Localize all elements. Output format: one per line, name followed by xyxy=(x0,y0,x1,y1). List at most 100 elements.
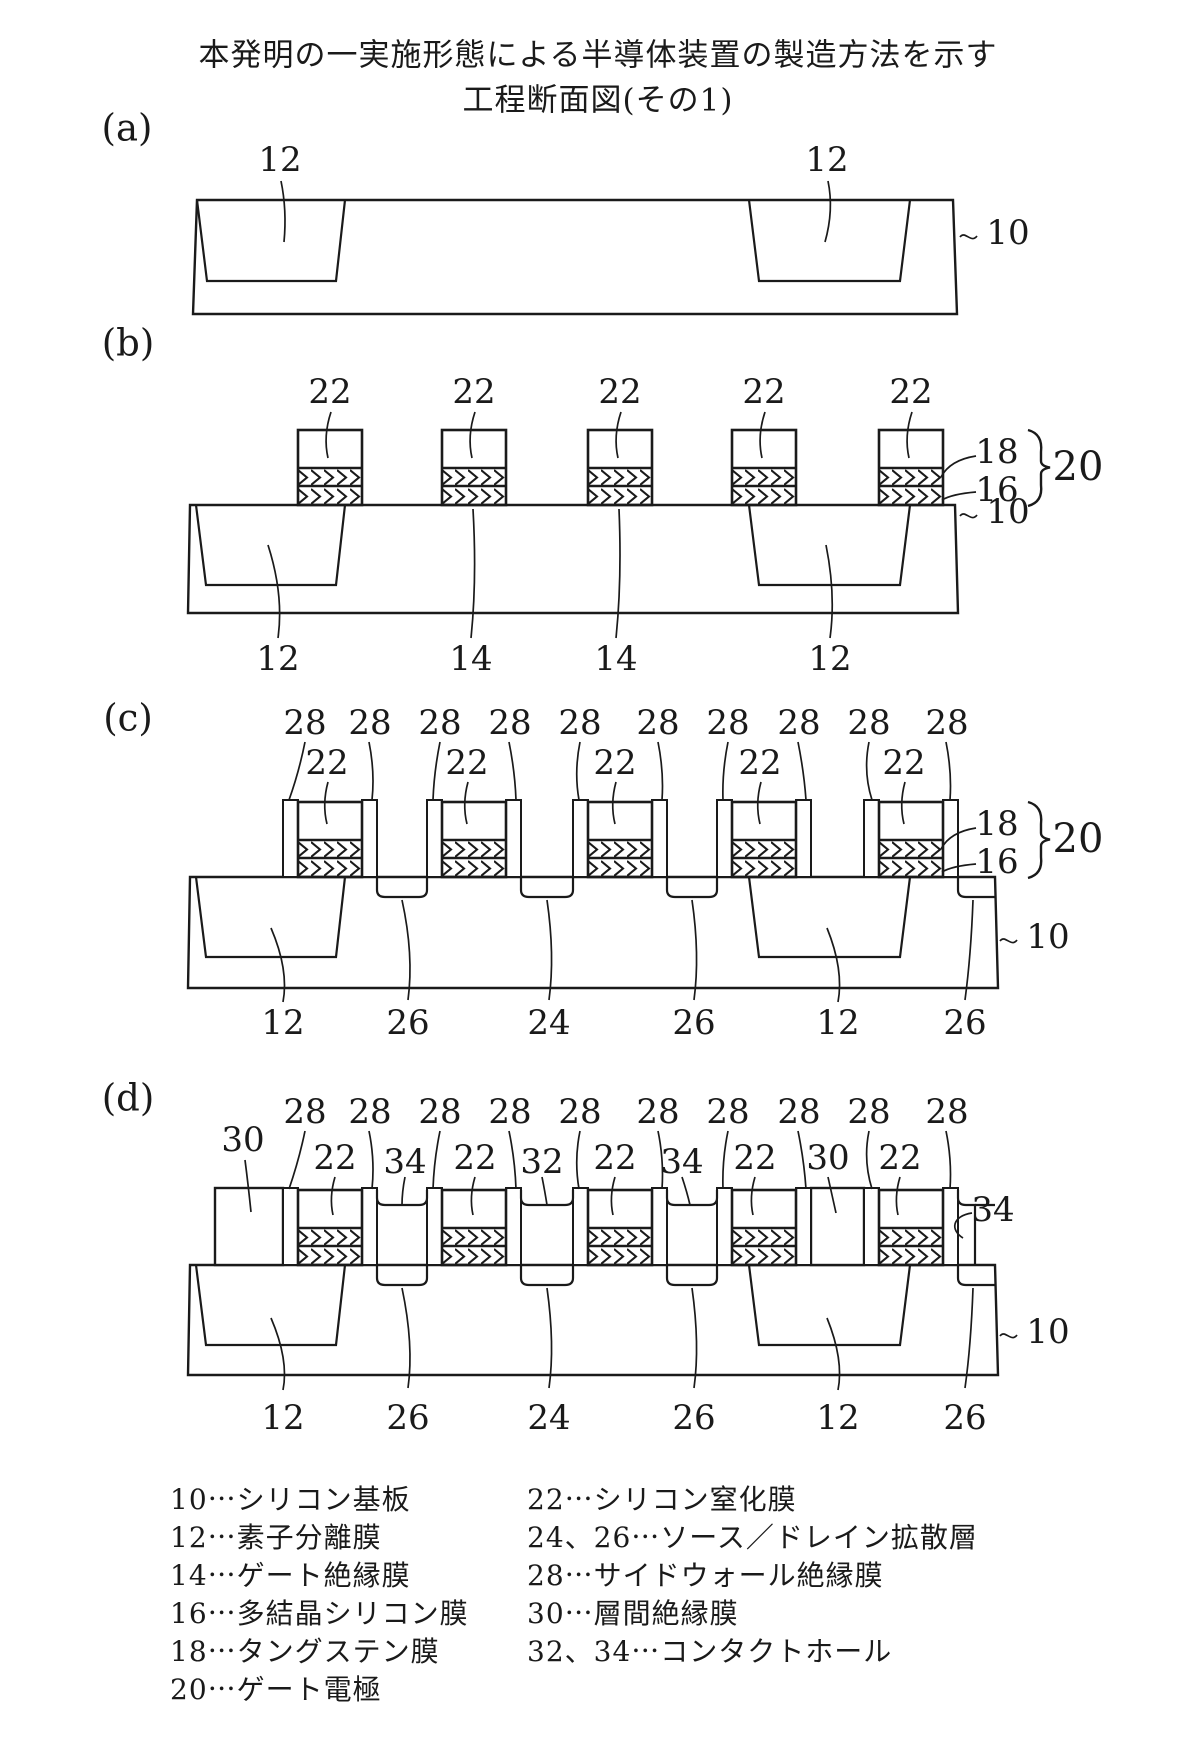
isolation-trench xyxy=(747,199,912,283)
label-12: 12 xyxy=(256,639,300,679)
label-10: 10 xyxy=(1026,1312,1070,1352)
label-28: 28 xyxy=(706,703,750,743)
label-28: 28 xyxy=(847,1092,891,1132)
label-22: 22 xyxy=(882,743,926,783)
legend-item-18: 18⋯タングステン膜 xyxy=(170,1635,440,1668)
label-20: 20 xyxy=(1052,816,1104,862)
label-30: 30 xyxy=(221,1120,265,1160)
panel-c-letter: (c) xyxy=(103,696,153,740)
legend-item-32-34: 32、34⋯コンタクトホール xyxy=(527,1635,893,1668)
label-16: 16 xyxy=(975,842,1019,882)
label-16: 16 xyxy=(975,470,1019,510)
panel-b-letter: (b) xyxy=(101,321,155,365)
legend-item-10: 10⋯シリコン基板 xyxy=(170,1483,411,1516)
label-12: 12 xyxy=(261,1003,305,1043)
label-28: 28 xyxy=(348,703,392,743)
label-12: 12 xyxy=(816,1398,860,1438)
label-10: 10 xyxy=(1026,917,1070,957)
label-12: 12 xyxy=(808,639,852,679)
source-drain-region xyxy=(519,877,575,899)
label-22: 22 xyxy=(738,743,782,783)
label-28: 28 xyxy=(283,1092,327,1132)
label-20: 20 xyxy=(1052,444,1104,490)
isolation-trench xyxy=(195,199,347,283)
label-34: 34 xyxy=(660,1142,704,1182)
label-22: 22 xyxy=(308,372,352,412)
label-22: 22 xyxy=(593,1138,637,1178)
label-28: 28 xyxy=(283,703,327,743)
panel-d-letter: (d) xyxy=(101,1076,155,1120)
label-12: 12 xyxy=(258,140,302,180)
label-10: 10 xyxy=(986,492,1030,532)
label-10: 10 xyxy=(986,213,1030,253)
label-22: 22 xyxy=(305,743,349,783)
source-drain-region xyxy=(956,877,996,899)
label-12: 12 xyxy=(805,140,849,180)
panel-c-leaders xyxy=(270,741,1051,1003)
label-28: 28 xyxy=(777,703,821,743)
label-18: 18 xyxy=(975,804,1019,844)
label-26: 26 xyxy=(386,1003,430,1043)
label-22: 22 xyxy=(742,372,786,412)
panel-b-leaders xyxy=(267,411,1051,639)
label-28: 28 xyxy=(418,703,462,743)
source-drain-region xyxy=(665,877,719,899)
label-24: 24 xyxy=(527,1398,571,1438)
label-28: 28 xyxy=(348,1092,392,1132)
legend-item-12: 12⋯素子分離膜 xyxy=(170,1521,382,1554)
panel-a-substrate xyxy=(191,198,959,316)
label-22: 22 xyxy=(593,743,637,783)
panel-a-letter: (a) xyxy=(101,106,153,150)
isolation-trench xyxy=(194,1264,347,1347)
label-34: 34 xyxy=(383,1142,427,1182)
legend-item-14: 14⋯ゲート絶縁膜 xyxy=(170,1559,411,1592)
label-28: 28 xyxy=(925,703,969,743)
label-28: 28 xyxy=(488,703,532,743)
label-26: 26 xyxy=(672,1398,716,1438)
source-drain-region xyxy=(375,1265,429,1287)
panel-c-substrate xyxy=(186,875,1000,990)
label-22: 22 xyxy=(453,1138,497,1178)
label-14: 14 xyxy=(594,639,638,679)
label-34: 34 xyxy=(971,1190,1015,1230)
isolation-trench xyxy=(747,1264,912,1347)
label-22: 22 xyxy=(598,372,642,412)
panel-a-leaders xyxy=(280,180,978,243)
label-28: 28 xyxy=(558,703,602,743)
label-26: 26 xyxy=(943,1398,987,1438)
label-28: 28 xyxy=(925,1092,969,1132)
label-28: 28 xyxy=(706,1092,750,1132)
isolation-trench xyxy=(194,876,347,959)
panel-d-leaders xyxy=(244,1130,1018,1391)
label-28: 28 xyxy=(418,1092,462,1132)
label-24: 24 xyxy=(527,1003,571,1043)
label-26: 26 xyxy=(943,1003,987,1043)
panel-d-ild-blocks xyxy=(213,1186,866,1267)
source-drain-region xyxy=(375,877,429,899)
label-28: 28 xyxy=(777,1092,821,1132)
legend-item-22: 22⋯シリコン窒化膜 xyxy=(527,1483,797,1516)
panel-c-gate-stacks xyxy=(282,799,959,879)
label-28: 28 xyxy=(488,1092,532,1132)
isolation-trench xyxy=(747,504,912,587)
figure-title-line2: 工程断面図(その1) xyxy=(462,82,734,119)
gate-brace xyxy=(1027,428,1051,508)
source-drain-region xyxy=(956,1265,996,1287)
source-drain-region xyxy=(519,1265,575,1287)
label-26: 26 xyxy=(386,1398,430,1438)
label-22: 22 xyxy=(313,1138,357,1178)
label-22: 22 xyxy=(878,1138,922,1178)
legend-item-30: 30⋯層間絶縁膜 xyxy=(527,1597,739,1630)
panel-d-substrate xyxy=(186,1263,1000,1377)
label-28: 28 xyxy=(558,1092,602,1132)
label-22: 22 xyxy=(889,372,933,412)
label-28: 28 xyxy=(847,703,891,743)
contact-hole xyxy=(665,1190,719,1207)
isolation-trench xyxy=(194,504,347,587)
label-28: 28 xyxy=(636,703,680,743)
gate-brace xyxy=(1027,800,1051,880)
label-12: 12 xyxy=(816,1003,860,1043)
source-drain-region xyxy=(665,1265,719,1287)
